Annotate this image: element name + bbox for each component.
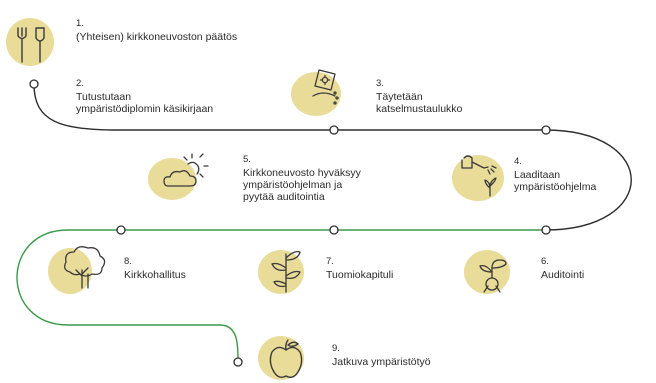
step-label: ympäristöohjelman ja — [243, 179, 343, 191]
flow-line-upper — [33, 83, 632, 231]
step-number: 8. — [124, 256, 132, 267]
step-number: 9. — [332, 343, 340, 354]
step-label: katselmustaulukko — [376, 103, 463, 115]
flow-node — [329, 125, 339, 135]
icon-blob — [148, 158, 196, 200]
step-number: 4. — [514, 156, 522, 167]
step-label: pyytää auditointia — [243, 191, 325, 203]
watering-can-icon — [461, 155, 497, 197]
step-9: 9. Jatkuva ympäristötyö — [332, 343, 431, 368]
step-5: 5. Kirkkoneuvosto hyväksyy ympäristöohje… — [243, 154, 361, 203]
icon-blob — [6, 18, 54, 66]
step-label: Auditointi — [541, 269, 585, 281]
step-7: 7. Tuomiokapituli — [326, 256, 393, 281]
step-label: Jatkuva ympäristötyö — [332, 356, 431, 368]
step-label: Tutustutaan — [76, 91, 132, 103]
step-number: 1. — [76, 18, 84, 29]
step-label: ympäristödiplomin käsikirjaan — [76, 103, 214, 115]
step-6: 6. Auditointi — [541, 256, 584, 281]
step-3: 3. Täytetään katselmustaulukko — [376, 78, 462, 115]
flow-node-end — [233, 357, 243, 367]
fork-shovel-icon — [17, 27, 45, 63]
step-2: 2. Tutustutaan ympäristödiplomin käsikir… — [76, 78, 213, 115]
step-number: 2. — [76, 78, 84, 89]
flow-line-lower — [16, 229, 545, 361]
step-number: 3. — [376, 78, 384, 89]
step-4: 4. Laaditaan ympäristöohjelma — [514, 156, 596, 193]
plant-icon — [271, 250, 301, 293]
step-label: Täytetään — [376, 91, 423, 103]
step-label: Laaditaan — [514, 169, 561, 181]
seed-packet-icon — [312, 69, 339, 105]
apple-icon — [269, 339, 303, 379]
sun-cloud-icon — [163, 153, 209, 187]
step-label: ympäristöohjelma — [514, 181, 597, 193]
step-label: Kirkkoneuvosto hyväksyy — [243, 167, 361, 179]
sprout-icon — [479, 259, 507, 293]
flow-node — [329, 225, 339, 235]
flow-node — [541, 225, 551, 235]
step-label: (Yhteisen) kirkkoneuvoston päätös — [76, 31, 238, 43]
flow-node — [541, 125, 551, 135]
flow-node — [116, 225, 126, 235]
flow-node-start — [29, 79, 39, 89]
step-number: 5. — [243, 154, 251, 165]
step-label: Kirkkohallitus — [124, 269, 186, 281]
step-1: 1. (Yhteisen) kirkkoneuvoston päätös — [76, 18, 237, 43]
step-number: 6. — [541, 256, 549, 267]
step-8: 8. Kirkkohallitus — [124, 256, 186, 281]
tree-icon — [64, 246, 106, 289]
step-label: Tuomiokapituli — [326, 269, 394, 281]
step-number: 7. — [326, 256, 334, 267]
